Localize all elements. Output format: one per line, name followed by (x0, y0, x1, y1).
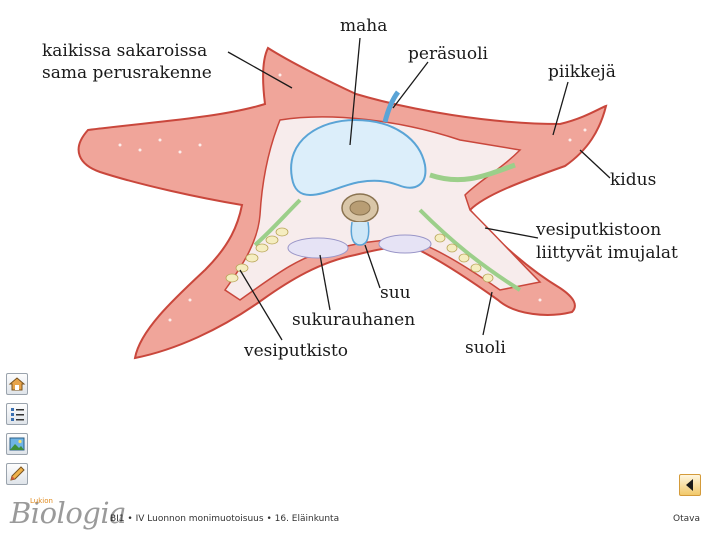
back-button[interactable] (679, 474, 701, 496)
label-suoli: suoli (465, 338, 506, 358)
label-kidus: kidus (610, 170, 657, 190)
course-path: BI1 • IV Luonnon monimuotoisuus • 16. El… (110, 514, 340, 524)
label-vesiputkisto: vesiputkisto (244, 341, 349, 361)
brand-prefix: Lukion (30, 497, 53, 505)
label-sukurauhanen: sukurauhanen (292, 310, 416, 330)
pencil-icon (10, 466, 25, 481)
edit-button[interactable] (6, 463, 28, 485)
gonad-left (287, 237, 349, 259)
list-icon (11, 408, 24, 421)
label-maha: maha (340, 16, 388, 36)
contents-button[interactable] (6, 403, 28, 425)
mouth-tube (350, 221, 370, 246)
brand-logo: Biologia (10, 496, 126, 530)
publisher-name: Otava (673, 514, 700, 524)
rectum-tube (382, 90, 401, 123)
home-button[interactable] (6, 373, 28, 395)
label-imujalat-line2: liittyvät imujalat (536, 243, 678, 263)
label-perusrakenne-line1: kaikissa sakaroissa (42, 41, 208, 61)
label-suu: suu (380, 283, 411, 303)
label-perasuoli: peräsuoli (408, 44, 488, 64)
label-perusrakenne-line2: sama perusrakenne (42, 63, 212, 83)
leader-lines (227, 37, 611, 341)
arrow-left-icon (686, 479, 693, 491)
intestine-right (429, 162, 516, 183)
stomach (290, 118, 427, 197)
image-button[interactable] (6, 433, 28, 455)
gonad-right (378, 234, 432, 254)
image-icon (9, 437, 25, 451)
label-piikkeja: piikkejä (548, 62, 616, 82)
home-icon (8, 377, 26, 391)
tube-feet (225, 227, 494, 283)
label-imujalat-line1: vesiputkistoon (536, 220, 662, 240)
